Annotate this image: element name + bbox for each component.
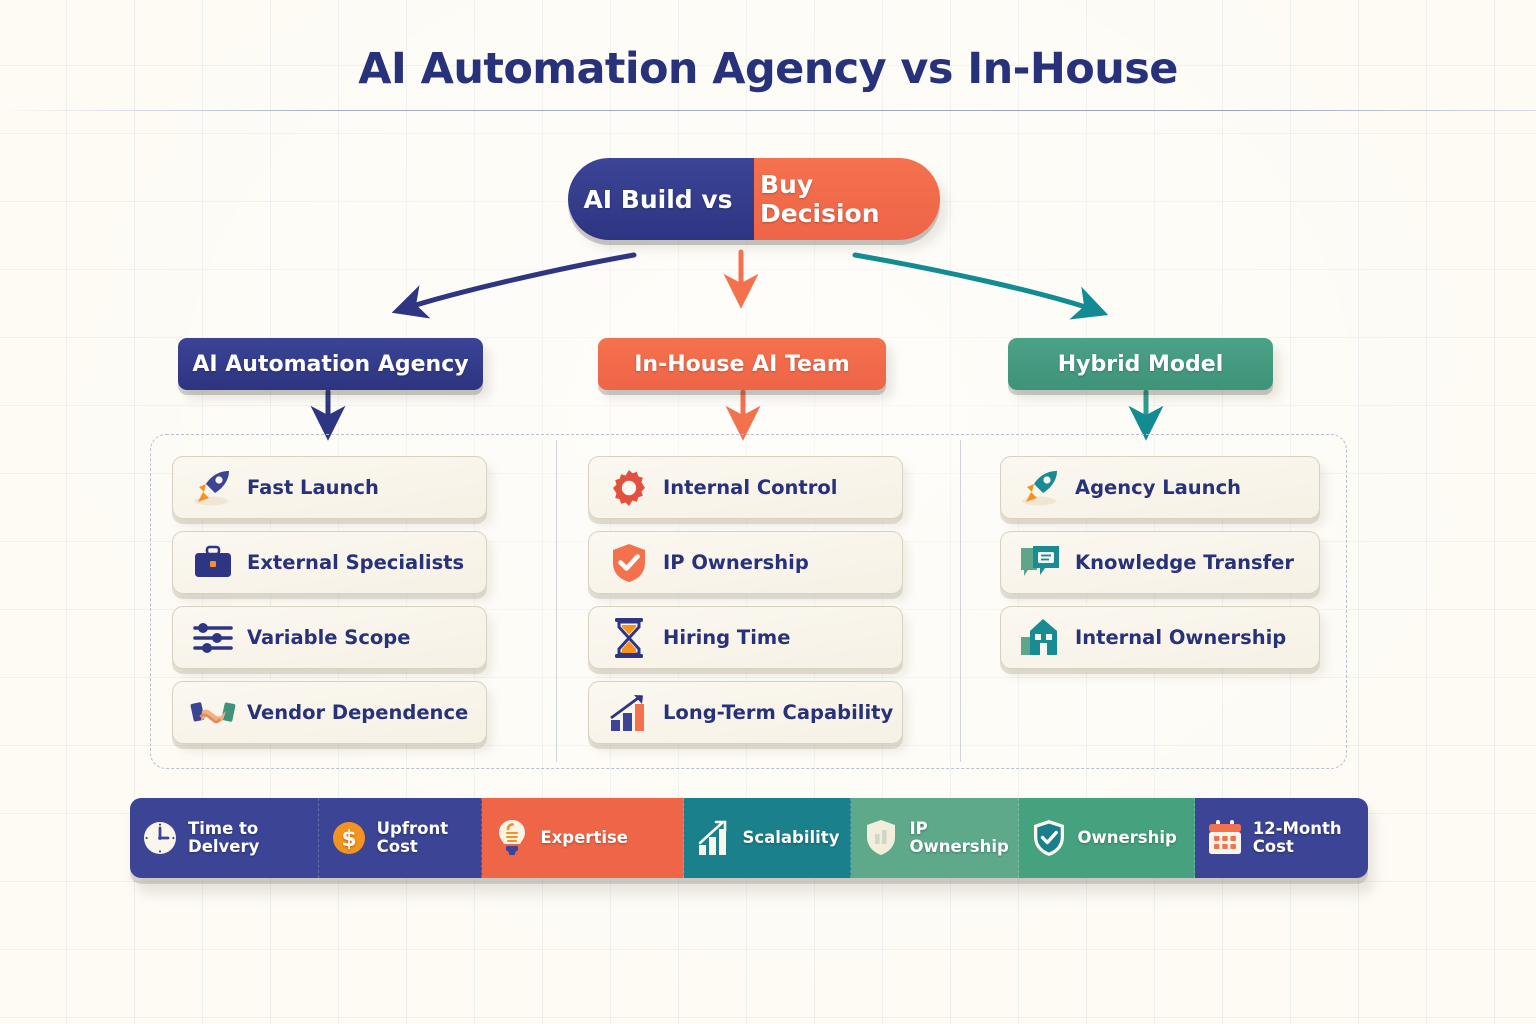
feature-label: Variable Scope — [247, 626, 411, 649]
svg-text:$: $ — [341, 827, 356, 852]
feature-card-vendor-dependence[interactable]: Vendor Dependence — [172, 681, 487, 744]
feature-label: Long-Term Capability — [663, 701, 894, 724]
metric-expertise[interactable]: Expertise — [482, 798, 685, 878]
feature-label: Agency Launch — [1075, 476, 1242, 499]
dollar-coin-icon: $ — [330, 819, 368, 857]
feature-label: External Specialists — [247, 551, 465, 574]
column-divider — [960, 440, 961, 762]
rocket-icon — [187, 465, 239, 511]
metric-label: Upfront Cost — [376, 818, 449, 856]
feature-group-container — [150, 434, 1347, 769]
decision-node[interactable]: AI Build vs Buy Decision — [568, 158, 948, 250]
speech-bubbles-icon — [1015, 540, 1067, 586]
feature-card-agency-launch[interactable]: Agency Launch — [1000, 456, 1320, 519]
metric-label: IP Ownership — [909, 818, 1009, 856]
feature-label: IP Ownership — [663, 551, 809, 574]
column-header-inhouse[interactable]: In-House AI Team — [598, 338, 886, 390]
shield-ip-icon — [862, 819, 900, 857]
metric-ip-ownership[interactable]: IP Ownership — [851, 798, 1020, 878]
feature-card-external-specialists[interactable]: External Specialists — [172, 531, 487, 594]
building-icon — [1015, 615, 1067, 661]
feature-card-internal-control[interactable]: Internal Control — [588, 456, 903, 519]
feature-card-ip-ownership[interactable]: IP Ownership — [588, 531, 903, 594]
feature-label: Hiring Time — [663, 626, 791, 649]
metric-label: Expertise — [540, 827, 628, 847]
bar-chart-growth-icon — [603, 690, 655, 736]
clock-icon — [141, 819, 179, 857]
column-divider — [556, 440, 557, 762]
feature-label: Internal Ownership — [1075, 626, 1287, 649]
feature-card-long-term-capability[interactable]: Long-Term Capability — [588, 681, 903, 744]
lightbulb-icon — [493, 819, 531, 857]
sliders-icon — [187, 615, 239, 661]
metric-bar: Time to Delvery $ Upfront Cost Expertise… — [130, 798, 1368, 878]
shield-check-icon — [1030, 819, 1068, 857]
feature-card-fast-launch[interactable]: Fast Launch — [172, 456, 487, 519]
feature-card-internal-ownership[interactable]: Internal Ownership — [1000, 606, 1320, 669]
feature-card-variable-scope[interactable]: Variable Scope — [172, 606, 487, 669]
metric-time-to-delivery[interactable]: Time to Delvery — [130, 798, 319, 878]
metric-label: Ownership — [1077, 827, 1177, 847]
metric-scalability[interactable]: Scalability — [684, 798, 852, 878]
metric-upfront-cost[interactable]: $ Upfront Cost — [318, 798, 483, 878]
title-divider — [0, 110, 1536, 111]
feature-label: Fast Launch — [247, 476, 379, 499]
handshake-icon — [187, 690, 239, 736]
feature-label: Vendor Dependence — [247, 701, 469, 724]
metric-ownership[interactable]: Ownership — [1019, 798, 1195, 878]
metric-label: 12-Month Cost — [1252, 818, 1342, 856]
shield-check-icon — [603, 540, 655, 586]
column-header-agency[interactable]: AI Automation Agency — [178, 338, 483, 390]
feature-label: Knowledge Transfer — [1075, 551, 1294, 574]
gear-icon — [603, 465, 655, 511]
decision-right-label: Buy Decision — [754, 158, 940, 240]
decision-left-label: AI Build vs — [568, 158, 754, 240]
page-title: AI Automation Agency vs In-House — [358, 44, 1178, 94]
feature-card-knowledge-transfer[interactable]: Knowledge Transfer — [1000, 531, 1320, 594]
feature-card-hiring-time[interactable]: Hiring Time — [588, 606, 903, 669]
column-header-hybrid[interactable]: Hybrid Model — [1008, 338, 1273, 390]
calendar-icon — [1206, 819, 1244, 857]
metric-label: Time to Delvery — [188, 818, 260, 856]
metric-label: Scalability — [742, 827, 840, 847]
briefcase-icon — [187, 540, 239, 586]
metric-12-month-cost[interactable]: 12-Month Cost — [1194, 798, 1368, 878]
feature-label: Internal Control — [663, 476, 838, 499]
rocket-icon — [1015, 465, 1067, 511]
growth-chart-icon — [695, 819, 733, 857]
hourglass-icon — [603, 615, 655, 661]
